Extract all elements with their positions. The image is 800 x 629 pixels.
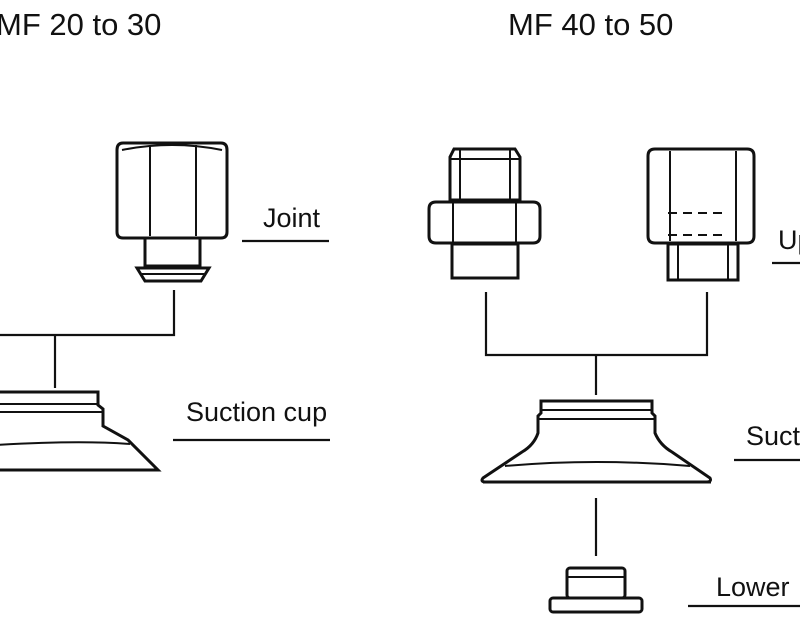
right-suction-cup: [480, 399, 712, 484]
left-suction-cup: [0, 390, 162, 472]
left-suction-cup-label: Suction cup: [186, 397, 327, 427]
right-assembly-title: MF 40 to 50: [508, 7, 673, 42]
joint-label: Joint: [263, 203, 321, 233]
lower-fitting: [548, 566, 644, 614]
union-fitting: [427, 147, 542, 280]
right-connector-lines: [484, 292, 709, 395]
upper-label: Up: [778, 225, 800, 255]
left-connector-lines: [0, 290, 176, 388]
right-suction-cup-label: Suct: [746, 421, 800, 451]
left-assembly-title: MF 20 to 30: [0, 7, 161, 42]
lower-label: Lower: [716, 572, 790, 602]
upper-fitting: [646, 147, 756, 282]
joint-part: [115, 141, 229, 283]
